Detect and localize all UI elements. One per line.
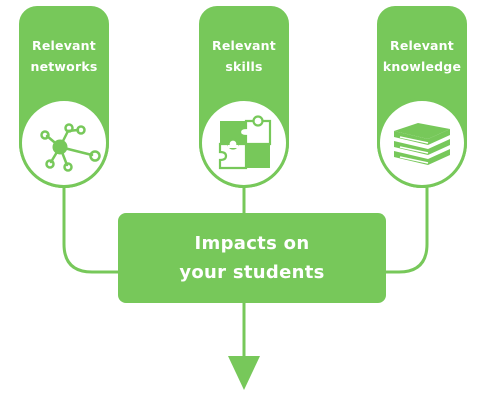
books-icon bbox=[394, 123, 450, 165]
icon-circle bbox=[377, 98, 467, 188]
card-label-line1: Relevant bbox=[390, 38, 454, 53]
card-label-line1: Relevant bbox=[32, 38, 96, 53]
impact-label: Impacts on your students bbox=[118, 229, 386, 287]
impact-label-line2: your students bbox=[179, 262, 325, 283]
card-label-line2: networks bbox=[30, 59, 98, 74]
card-label: Relevant networks bbox=[22, 35, 106, 77]
card-label-line1: Relevant bbox=[212, 38, 276, 53]
arrow-down-icon bbox=[228, 356, 260, 390]
card-relevant-networks: Relevant networks bbox=[19, 6, 109, 188]
impact-box: Impacts on your students bbox=[118, 213, 386, 303]
icon-circle bbox=[19, 98, 109, 188]
icon-circle bbox=[199, 98, 289, 188]
puzzle-icon bbox=[218, 115, 272, 170]
network-icon bbox=[40, 123, 101, 172]
card-relevant-knowledge: Relevant knowledge bbox=[377, 6, 467, 188]
card-label: Relevant skills bbox=[202, 35, 286, 77]
card-label-line2: knowledge bbox=[382, 59, 462, 74]
card-label-line2: skills bbox=[225, 59, 263, 74]
card-label: Relevant knowledge bbox=[380, 35, 464, 77]
card-relevant-skills: Relevant skills bbox=[199, 6, 289, 188]
impact-label-line1: Impacts on bbox=[194, 233, 310, 254]
